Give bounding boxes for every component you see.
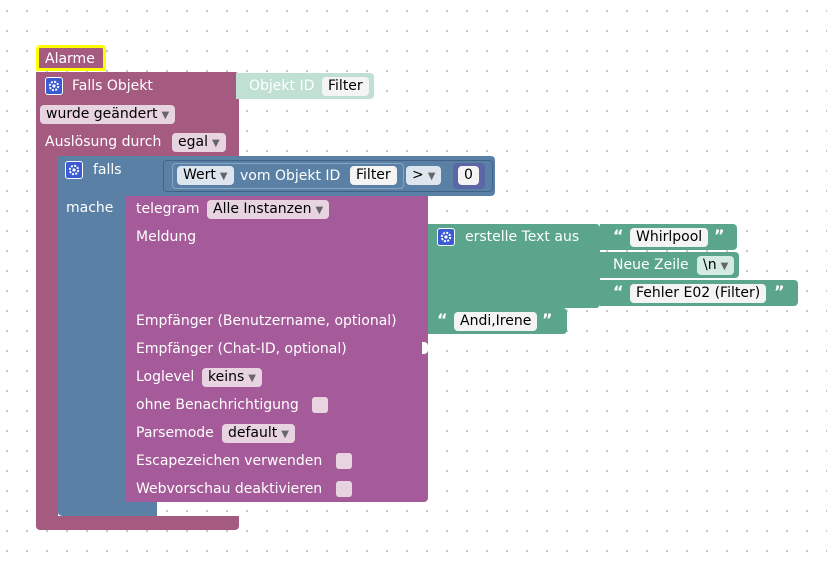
chevron-down-icon: ▼ bbox=[315, 205, 324, 216]
text-field-whirlpool[interactable]: Whirlpool bbox=[630, 228, 709, 247]
text-join-label: erstelle Text aus bbox=[465, 229, 580, 245]
loglevel-dropdown[interactable]: keins▼ bbox=[202, 368, 262, 387]
event-block-body bbox=[36, 156, 58, 518]
open-quote-icon: “ bbox=[613, 282, 624, 301]
empty-input-socket[interactable] bbox=[422, 342, 428, 354]
do-label: mache bbox=[66, 200, 114, 216]
chevron-down-icon: ▼ bbox=[161, 110, 170, 121]
operator-dropdown[interactable]: >▼ bbox=[406, 166, 442, 185]
object-id-field[interactable]: Filter bbox=[322, 77, 369, 96]
chevron-down-icon: ▼ bbox=[211, 138, 220, 149]
instance-dropdown[interactable]: Alle Instanzen▼ bbox=[207, 200, 330, 219]
chevron-down-icon: ▼ bbox=[219, 171, 228, 182]
gear-icon[interactable] bbox=[65, 161, 83, 179]
message-label: Meldung bbox=[136, 229, 197, 245]
if-block-body bbox=[57, 196, 126, 516]
chevron-down-icon: ▼ bbox=[248, 373, 256, 384]
webpreview-checkbox[interactable] bbox=[336, 481, 352, 497]
text-block-whirlpool[interactable]: “ Whirlpool ” bbox=[600, 224, 737, 250]
loglevel-label: Loglevel bbox=[136, 369, 195, 385]
escape-checkbox[interactable] bbox=[336, 453, 352, 469]
event-hat-text: Alarme bbox=[45, 51, 95, 67]
silent-checkbox[interactable] bbox=[312, 397, 328, 413]
gear-icon[interactable] bbox=[45, 77, 63, 95]
recipients-text-block[interactable]: “ Andi,Irene ” bbox=[428, 308, 567, 334]
parsemode-dropdown[interactable]: default▼ bbox=[222, 424, 295, 443]
newline-block[interactable]: Neue Zeile \n▼ bbox=[600, 252, 739, 278]
event-title: Falls Objekt bbox=[72, 78, 153, 94]
parsemode-label: Parsemode bbox=[136, 425, 214, 441]
open-quote-icon: “ bbox=[613, 226, 624, 245]
object-id-input-block[interactable]: Objekt ID Filter bbox=[236, 73, 374, 99]
recipient-chat-label: Empfänger (Chat-ID, optional) bbox=[136, 341, 347, 357]
of-object-label: vom Objekt ID bbox=[240, 168, 341, 184]
if-label: falls bbox=[93, 162, 122, 178]
number-block[interactable]: 0 bbox=[453, 163, 485, 189]
webpreview-label: Webvorschau deaktivieren bbox=[136, 481, 323, 497]
telegram-block[interactable] bbox=[126, 196, 428, 502]
newline-label: Neue Zeile bbox=[613, 257, 689, 273]
trigger-source-dropdown[interactable]: egal▼ bbox=[172, 133, 226, 152]
event-block-footer bbox=[36, 516, 239, 530]
escape-label: Escapezeichen verwenden bbox=[136, 453, 323, 469]
value-of-object-block[interactable]: Wert▼ vom Objekt ID Filter bbox=[172, 163, 404, 189]
close-quote-icon: ” bbox=[542, 310, 553, 329]
text-field-fehler[interactable]: Fehler E02 (Filter) bbox=[630, 284, 767, 303]
text-block-fehler[interactable]: “ Fehler E02 (Filter) ” bbox=[600, 280, 798, 306]
if-block-footer bbox=[126, 502, 157, 516]
trigger-dropdown[interactable]: wurde geändert▼ bbox=[40, 105, 176, 124]
chevron-down-icon: ▼ bbox=[281, 429, 289, 440]
value-type-dropdown[interactable]: Wert▼ bbox=[177, 166, 234, 185]
text-join-block[interactable] bbox=[428, 224, 600, 308]
chevron-down-icon: ▼ bbox=[720, 261, 729, 272]
open-quote-icon: “ bbox=[437, 310, 448, 329]
recipient-user-label: Empfänger (Benutzername, optional) bbox=[136, 313, 397, 329]
compare-number-field[interactable]: 0 bbox=[458, 166, 479, 185]
gear-icon[interactable] bbox=[437, 228, 455, 246]
silent-label: ohne Benachrichtigung bbox=[136, 397, 299, 413]
telegram-title: telegram bbox=[136, 201, 200, 217]
object-id-label: Objekt ID bbox=[249, 78, 315, 94]
condition-block[interactable]: Wert▼ vom Objekt ID Filter >▼ 0 bbox=[163, 160, 493, 192]
close-quote-icon: ” bbox=[774, 282, 785, 301]
condition-object-field[interactable]: Filter bbox=[350, 166, 397, 185]
event-hat-label[interactable]: Alarme bbox=[36, 45, 106, 71]
recipients-text-field[interactable]: Andi,Irene bbox=[454, 312, 538, 331]
chevron-down-icon: ▼ bbox=[427, 171, 436, 182]
newline-dropdown[interactable]: \n▼ bbox=[697, 256, 735, 275]
close-quote-icon: ” bbox=[714, 226, 725, 245]
trigger-source-label: Auslösung durch bbox=[45, 134, 162, 150]
